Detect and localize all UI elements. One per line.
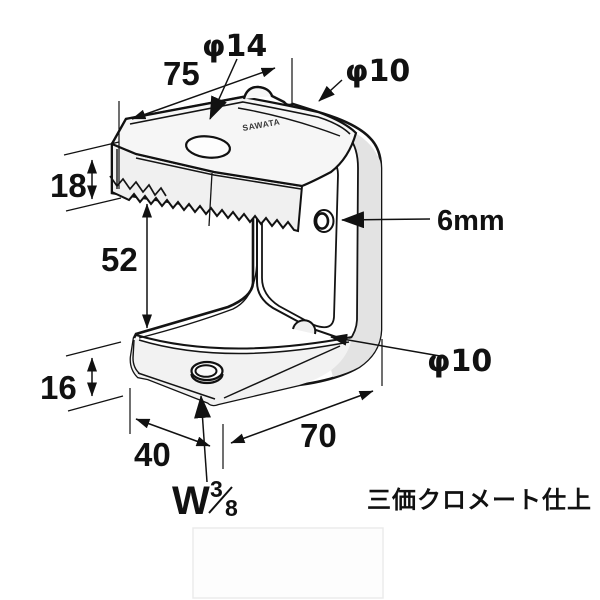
leader-w38 <box>194 395 212 483</box>
bottom-notch-phi10 <box>292 319 317 335</box>
label-bottom-notch: φ10 <box>427 344 492 379</box>
burring-hole-w38 <box>190 360 224 385</box>
dim-line-75 <box>131 67 276 120</box>
label-thread-den: 8 <box>225 495 238 521</box>
leader-phi14 <box>209 58 238 120</box>
elbow-inner-line <box>138 259 258 339</box>
w38-fraction-slash <box>208 486 233 514</box>
label-web-height: 52 <box>101 241 138 278</box>
dimension-layer <box>63 58 441 514</box>
ext-18-top <box>63 141 120 156</box>
tray-front-inner-line <box>137 372 216 400</box>
leader-6mm <box>341 211 431 229</box>
dim-line-40 <box>135 418 211 447</box>
elbow-band-line-2 <box>138 339 350 355</box>
label-top-hole-dia: φ14 <box>202 29 267 64</box>
tray-right-inner-line <box>223 345 341 399</box>
apron-fold-line <box>208 172 213 227</box>
finish-note: 三価クロメート仕上 <box>367 486 592 514</box>
lip-inner-line <box>132 339 141 375</box>
label-flange-drop: 18 <box>50 167 87 204</box>
label-bottom-flange-height: 16 <box>40 369 77 406</box>
web-side-face <box>328 131 381 377</box>
ext-18-bottom <box>65 197 122 212</box>
label-thread-w: W <box>172 479 210 523</box>
label-layer: φ14 75 φ10 18 52 6mm φ10 16 40 70 W 3 8 … <box>40 29 592 523</box>
top-hole-phi14 <box>184 135 232 159</box>
wing-serration <box>109 175 167 197</box>
label-top-width: 75 <box>163 55 200 92</box>
ext-16-top <box>65 341 122 357</box>
label-web-hole: 6mm <box>437 205 505 237</box>
serrated-apron <box>111 142 304 233</box>
label-bottom-depth: 40 <box>134 436 171 473</box>
ext-16-bottom <box>67 395 124 412</box>
leader-phi10-bottom <box>330 333 441 357</box>
leader-phi10-top <box>318 79 343 102</box>
elbow-band-line-1 <box>135 334 353 350</box>
front-edge-thickness-line <box>135 157 302 190</box>
faint-watermark-box <box>192 527 384 599</box>
web-inner-edge-thickness <box>256 216 349 342</box>
top-plate-face <box>110 95 358 188</box>
dim-line-70 <box>230 390 374 444</box>
label-rear-notch: φ10 <box>345 54 410 89</box>
bracket-body: SAWATA <box>109 85 383 407</box>
label-bottom-width: 70 <box>300 417 337 454</box>
web-hole-6mm <box>313 209 335 233</box>
bottom-flange-face <box>130 338 352 405</box>
label-thread-num: 3 <box>210 476 223 502</box>
